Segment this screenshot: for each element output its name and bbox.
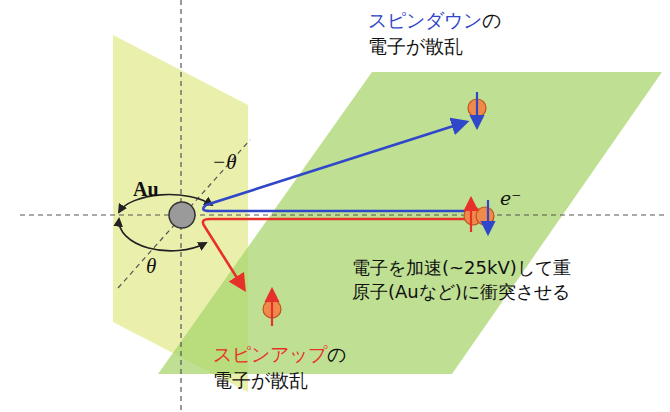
text-line: Au: [133, 176, 159, 203]
angle-arc: [119, 219, 206, 251]
spin-up-path: [203, 219, 468, 289]
scatter-note: スピンアップの 電子が散乱: [213, 342, 346, 393]
text-line: θ: [146, 252, 156, 280]
text-line: 電子が散乱: [368, 34, 501, 60]
colored-text: スピンアップ: [213, 343, 327, 365]
text-line: 電子が散乱: [213, 368, 346, 394]
scattering-plane: [158, 72, 662, 374]
text-line: 原子(Auなど)に衝突させる: [352, 280, 571, 304]
text-line: e⁻: [500, 186, 521, 212]
scatter-note: スピンダウンの 電子が散乱: [368, 8, 501, 59]
text-line: 電子を加速(~25kV)して重: [352, 256, 571, 280]
text-line: スピンアップの: [213, 342, 346, 368]
angle-label: −θ: [212, 148, 237, 176]
spin-up-arrow: [271, 290, 273, 326]
electron: [476, 207, 494, 225]
spin-down-arrow: [487, 200, 489, 233]
beam-note: 電子を加速(~25kV)して重 原子(Auなど)に衝突させる: [352, 256, 571, 305]
text-line: −θ: [212, 148, 237, 176]
plain-text: の: [482, 9, 501, 31]
plain-text: の: [327, 343, 346, 365]
angle-arc: [119, 195, 212, 212]
horizontal-axis: [20, 214, 668, 215]
spin-up-arrow: [470, 199, 472, 232]
spin-down-arrow: [476, 92, 478, 127]
angle-label: θ: [146, 252, 156, 280]
gold-atom: [169, 202, 195, 228]
spin-down-path: [203, 122, 468, 211]
colored-text: スピンダウン: [368, 9, 482, 31]
atom-label: Au: [133, 176, 159, 203]
electron-label: e⁻: [500, 186, 521, 212]
text-line: スピンダウンの: [368, 8, 501, 34]
